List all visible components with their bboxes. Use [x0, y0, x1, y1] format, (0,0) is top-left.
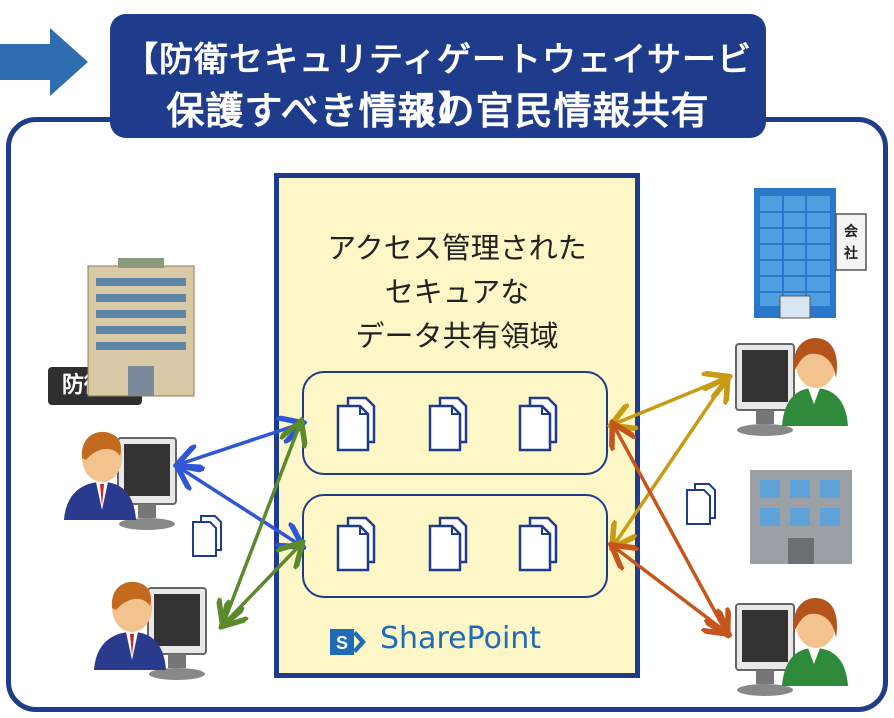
- shared-area-description: アクセス管理された セキュアな データ共有領域: [279, 226, 635, 358]
- company-building-icon: 会 社: [754, 188, 867, 319]
- arrow-right-icon: [0, 28, 88, 96]
- access-arrows-right: [614, 378, 726, 632]
- sharepoint-icon: S: [330, 629, 366, 655]
- banner-title-line1: 【防衛セキュリティゲートウェイサービス】: [124, 40, 752, 129]
- title-banner: 【防衛セキュリティゲートウェイサービス】 保護すべき情報の官民情報共有: [110, 14, 766, 138]
- mod-building-icon: [87, 258, 195, 397]
- document-icon-right: [686, 483, 716, 525]
- user-icon-mod-1: [63, 430, 177, 531]
- svg-text:会: 会: [844, 223, 859, 240]
- user-icon-company-1: [735, 336, 849, 437]
- shared-area-line2: セキュアな: [384, 275, 530, 309]
- document-icons: [336, 396, 558, 572]
- sharepoint-label: SharePoint: [380, 621, 542, 656]
- document-icon-left: [192, 515, 222, 557]
- shared-area-line3: データ共有領域: [355, 319, 559, 353]
- svg-text:社: 社: [843, 245, 858, 262]
- banner-title-line2: 保護すべき情報の官民情報共有: [166, 89, 710, 133]
- shared-area-line1: アクセス管理された: [327, 231, 587, 265]
- svg-text:S: S: [336, 633, 348, 653]
- office-building-icon: [750, 470, 852, 564]
- access-arrows-left: [180, 424, 300, 624]
- user-icon-company-2: [735, 596, 849, 697]
- user-icon-mod-2: [93, 580, 207, 681]
